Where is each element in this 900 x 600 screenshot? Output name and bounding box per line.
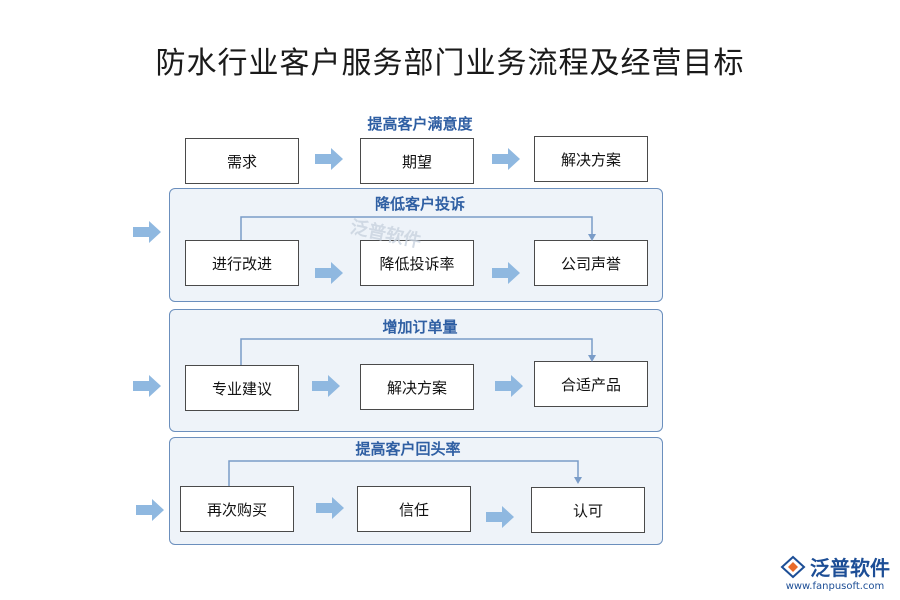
flow-arrow-icon [495, 375, 523, 397]
box-trust: 信任 [357, 486, 471, 532]
box-reputation: 公司声誉 [534, 240, 648, 286]
entry-arrow-icon [133, 221, 161, 243]
connector-orders [240, 338, 593, 365]
flow-arrow-icon [316, 497, 344, 519]
flow-arrow-icon [315, 262, 343, 284]
flow-arrow-icon [315, 148, 343, 170]
section-label-complaints: 降低客户投诉 [374, 195, 465, 213]
box-suitable-product: 合适产品 [534, 361, 648, 407]
connector-arrowhead-icon [588, 355, 596, 362]
box-improve: 进行改进 [185, 240, 299, 286]
flow-arrow-icon [312, 375, 340, 397]
box-repurchase: 再次购买 [180, 486, 294, 532]
flow-arrow-icon [486, 506, 514, 528]
connector-arrowhead-icon [574, 477, 582, 484]
brand-logo: 泛普软件 www.fanpusoft.com [780, 552, 890, 592]
box-recognition: 认可 [531, 487, 645, 533]
box-solution: 解决方案 [534, 136, 648, 182]
section-label-orders: 增加订单量 [382, 318, 458, 336]
box-reduce-complaints: 降低投诉率 [360, 240, 474, 286]
connector-repurchase [228, 460, 579, 486]
flow-arrow-icon [492, 148, 520, 170]
section-label-satisfaction: 提高客户满意度 [367, 115, 473, 133]
connector-arrowhead-icon [588, 234, 596, 241]
page-title: 防水行业客户服务部门业务流程及经营目标 [155, 46, 745, 81]
section-label-repurchase: 提高客户回头率 [355, 440, 461, 458]
entry-arrow-icon [136, 499, 164, 521]
box-advice: 专业建议 [185, 365, 299, 411]
brand-name: 泛普软件 [810, 556, 890, 580]
brand-url: www.fanpusoft.com [785, 581, 885, 592]
box-expectation: 期望 [360, 138, 474, 184]
brand-mark-icon [780, 555, 806, 578]
box-demand: 需求 [185, 138, 299, 184]
flow-arrow-icon [492, 262, 520, 284]
box-solution-2: 解决方案 [360, 364, 474, 410]
connector-complaints [240, 216, 593, 240]
entry-arrow-icon [133, 375, 161, 397]
